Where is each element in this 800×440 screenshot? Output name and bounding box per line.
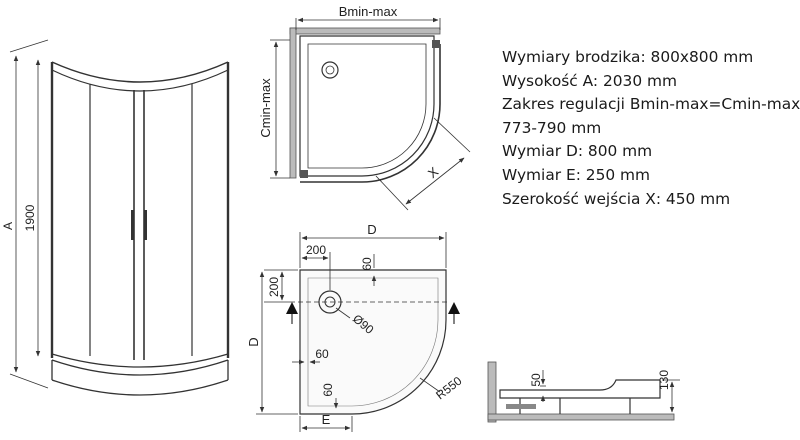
dimension-200-horizontal-label: 200 xyxy=(306,243,326,257)
specifications-list: Wymiary brodzika: 800x800 mm Wysokość A:… xyxy=(502,46,800,211)
spec-adjustment-range-values: 773-790 mm xyxy=(502,118,602,137)
dimension-c-label: Cmin-max xyxy=(258,78,273,138)
spec-entry-width-x: Szerokość wejścia X: 450 mm xyxy=(502,189,731,208)
top-view xyxy=(270,17,471,211)
dimension-e-label: E xyxy=(322,412,331,427)
dimension-60-left-label: 60 xyxy=(315,347,329,361)
spec-dimension-e: Wymiar E: 250 mm xyxy=(502,165,651,184)
front-view xyxy=(9,39,230,396)
dimension-b-label: Bmin-max xyxy=(339,4,398,19)
door-handle-right xyxy=(144,210,147,240)
spec-height-a: Wysokość A: 2030 mm xyxy=(502,71,678,90)
section-arrow-left-icon xyxy=(286,302,298,314)
dimension-60-bottom-label: 60 xyxy=(321,383,335,397)
door-handle-left xyxy=(131,210,134,240)
dimension-x-label: X xyxy=(425,164,442,181)
tray-side-view xyxy=(487,361,680,423)
dimension-1900-label: 1900 xyxy=(23,204,37,231)
dimension-50-label: 50 xyxy=(529,373,543,387)
dimension-d-side-label: D xyxy=(246,337,261,346)
spec-adjustment-range: Zakres regulacji Bmin-max=Cmin-max: xyxy=(502,95,800,114)
dimension-130-label: 130 xyxy=(657,370,671,390)
section-arrow-right-icon xyxy=(448,302,460,314)
dimension-radius-label: R550 xyxy=(433,373,464,402)
spec-dimension-d: Wymiar D: 800 mm xyxy=(502,142,653,161)
spec-tray-dimensions: Wymiary brodzika: 800x800 mm xyxy=(502,48,754,66)
dimension-200-vertical-label: 200 xyxy=(267,277,281,297)
dimension-d-top-label: D xyxy=(367,222,376,237)
tray-top-view xyxy=(256,232,460,432)
dimension-a-label: A xyxy=(1,222,15,230)
drain-icon xyxy=(321,61,339,79)
dimension-60-top-label: 60 xyxy=(360,257,374,271)
